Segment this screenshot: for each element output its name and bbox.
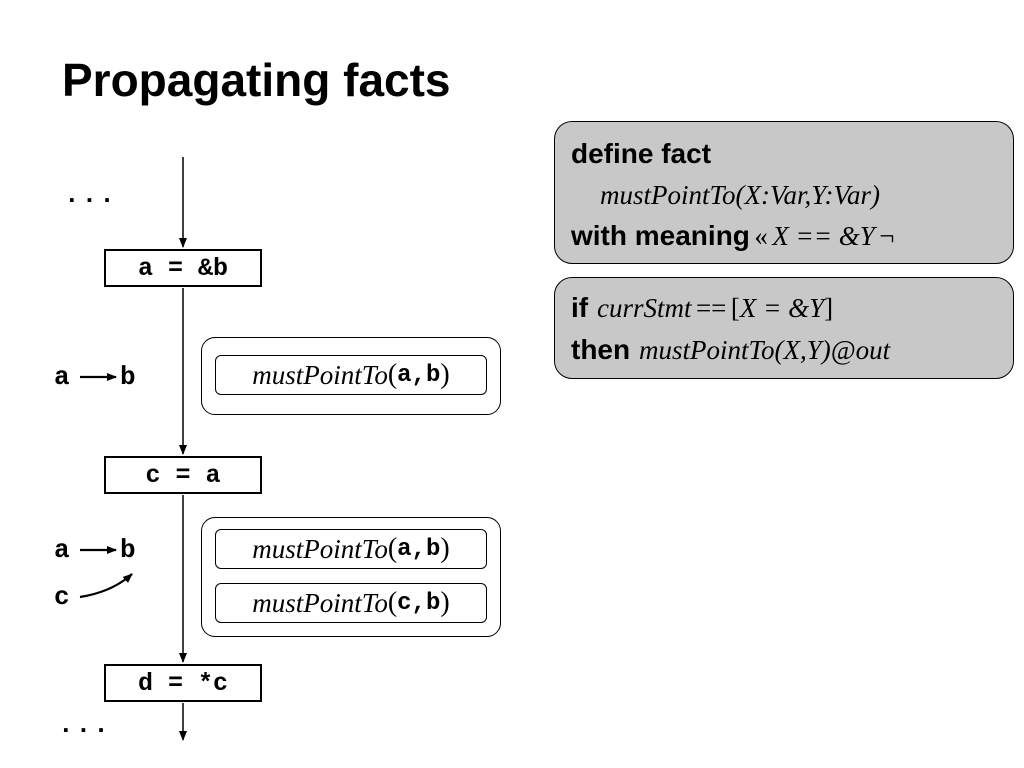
propagation-rule-box: if currStmt == [X = &Y] then mustPointTo… [554,277,1014,379]
fact-name: mustPointTo [252,587,388,618]
cond-var: currStmt [597,293,692,323]
statement-box-1: a = &b [104,249,262,287]
fact-paren-close: ) [440,533,450,564]
fact-paren-close: ) [440,359,450,390]
meaning-expr: X == &Y [772,221,875,251]
rule-conclusion-line: then mustPointTo(X,Y)@out [571,334,890,366]
rule-condition-line: if currStmt == [X = &Y] [571,292,833,324]
cond-expr: X = &Y [739,293,825,323]
fact-args: c,b [397,589,441,617]
ellipsis-top: ... [64,180,117,210]
rule-conclusion: mustPointTo(X,Y)@out [639,335,891,365]
cond-op: == [695,293,727,323]
fact-paren-open: ( [387,359,398,390]
statement-box-2: c = a [104,456,262,494]
edge1-from-label: a [54,362,70,392]
meaning-line: with meaning « X == &Y ¬ [571,220,894,252]
c-points-to-arrow [79,573,133,599]
statement-box-3: d = *c [104,664,262,702]
edge2-extra-label: c [54,582,70,612]
fact-args: a,b [397,361,441,389]
fact-set-1: mustPointTo(a,b) [201,337,501,415]
fact-name: mustPointTo [252,359,388,390]
fact-paren-open: ( [387,533,398,564]
then-keyword: then [571,334,631,365]
cond-close: ] [824,293,834,323]
close-quote: ¬ [879,221,895,251]
open-quote: « [754,221,768,251]
fact-name: mustPointTo [252,533,388,564]
edge2-to-label: b [120,535,136,565]
fact-item: mustPointTo(a,b) [215,355,487,395]
edge2-from-label: a [54,535,70,565]
fact-item: mustPointTo(c,b) [215,583,487,623]
slide-title: Propagating facts [62,54,451,106]
fact-paren-open: ( [387,587,398,618]
fact-paren-close: ) [440,587,450,618]
define-keyword: define fact [571,138,712,169]
if-keyword: if [571,292,589,323]
fact-args: a,b [397,535,441,563]
cond-open: [ [730,293,740,323]
fact-definition-box: define fact mustPointTo(X:Var,Y:Var) wit… [554,121,1014,264]
with-meaning-keyword: with meaning [571,220,750,251]
fact-item: mustPointTo(a,b) [215,529,487,569]
ellipsis-bottom: ... [58,710,111,740]
fact-set-2: mustPointTo(a,b) mustPointTo(c,b) [201,517,501,637]
edge1-to-label: b [120,362,136,392]
fact-signature: mustPointTo(X:Var,Y:Var) [600,180,881,210]
